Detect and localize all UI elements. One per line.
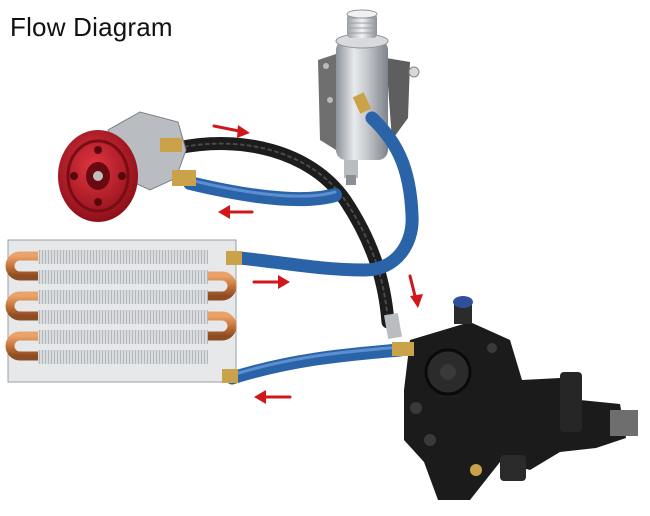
flow-arrow-left-icon xyxy=(218,205,254,219)
flow-arrow-right-icon xyxy=(252,275,290,289)
blue-hose-cooler-return xyxy=(225,343,407,385)
flow-arrow-right-icon xyxy=(212,124,250,138)
blue-hose-pump-supply xyxy=(183,176,342,207)
flow-arrows xyxy=(212,124,423,404)
blue-hose-reservoir-cooler xyxy=(233,111,419,277)
pump-assembly xyxy=(58,111,196,222)
gearbox-icon xyxy=(384,296,638,500)
cooler-icon xyxy=(5,239,242,383)
page-title: Flow Diagram xyxy=(10,12,173,42)
reservoir-icon xyxy=(318,9,420,185)
flow-arrow-down-icon xyxy=(408,274,423,308)
pulley-icon xyxy=(58,130,138,222)
flow-arrow-left-icon xyxy=(254,390,292,404)
hose-network xyxy=(171,111,419,385)
